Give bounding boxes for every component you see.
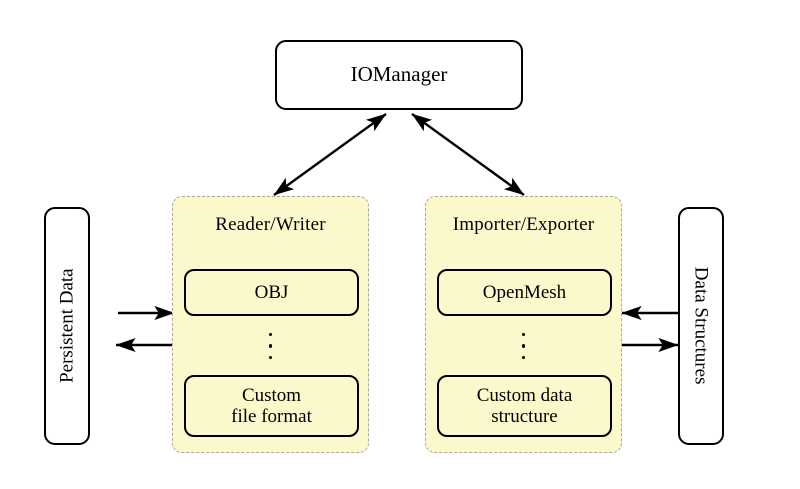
- group-importer-exporter-item-custom-data-structure-line2: structure: [491, 406, 558, 427]
- node-data-structures[interactable]: Data Structures: [678, 207, 724, 445]
- group-importer-exporter-item-openmesh[interactable]: OpenMesh: [437, 269, 612, 316]
- group-reader-writer-ellipsis-icon: [173, 333, 368, 359]
- group-reader-writer-item-obj[interactable]: OBJ: [184, 269, 359, 316]
- node-persistent-data-label: Persistent Data: [56, 268, 78, 384]
- group-reader-writer[interactable]: Reader/Writer OBJ Custom file format: [172, 196, 369, 453]
- group-importer-exporter-title: Importer/Exporter: [452, 214, 595, 235]
- node-iomanager[interactable]: IOManager: [275, 40, 523, 110]
- group-reader-writer-item-custom-file-format[interactable]: Custom file format: [184, 375, 359, 437]
- group-importer-exporter[interactable]: Importer/Exporter OpenMesh Custom data s…: [425, 196, 622, 453]
- group-reader-writer-item-obj-label: OBJ: [254, 281, 289, 303]
- group-importer-exporter-ellipsis-icon: [426, 333, 621, 359]
- node-iomanager-label: IOManager: [350, 62, 448, 87]
- group-importer-exporter-item-custom-data-structure-line1: Custom data: [476, 384, 573, 406]
- group-importer-exporter-item-custom-data-structure[interactable]: Custom data structure: [437, 375, 612, 437]
- node-persistent-data[interactable]: Persistent Data: [44, 207, 90, 445]
- group-reader-writer-item-custom-file-format-line2: file format: [231, 406, 312, 427]
- group-reader-writer-item-custom-file-format-line1: Custom: [241, 384, 302, 406]
- connection-iomanager-readerwriter: [273, 113, 387, 196]
- group-reader-writer-title: Reader/Writer: [215, 214, 326, 235]
- group-importer-exporter-item-openmesh-label: OpenMesh: [482, 281, 567, 303]
- node-data-structures-label: Data Structures: [690, 267, 712, 385]
- connection-iomanager-importerexporter: [411, 113, 525, 196]
